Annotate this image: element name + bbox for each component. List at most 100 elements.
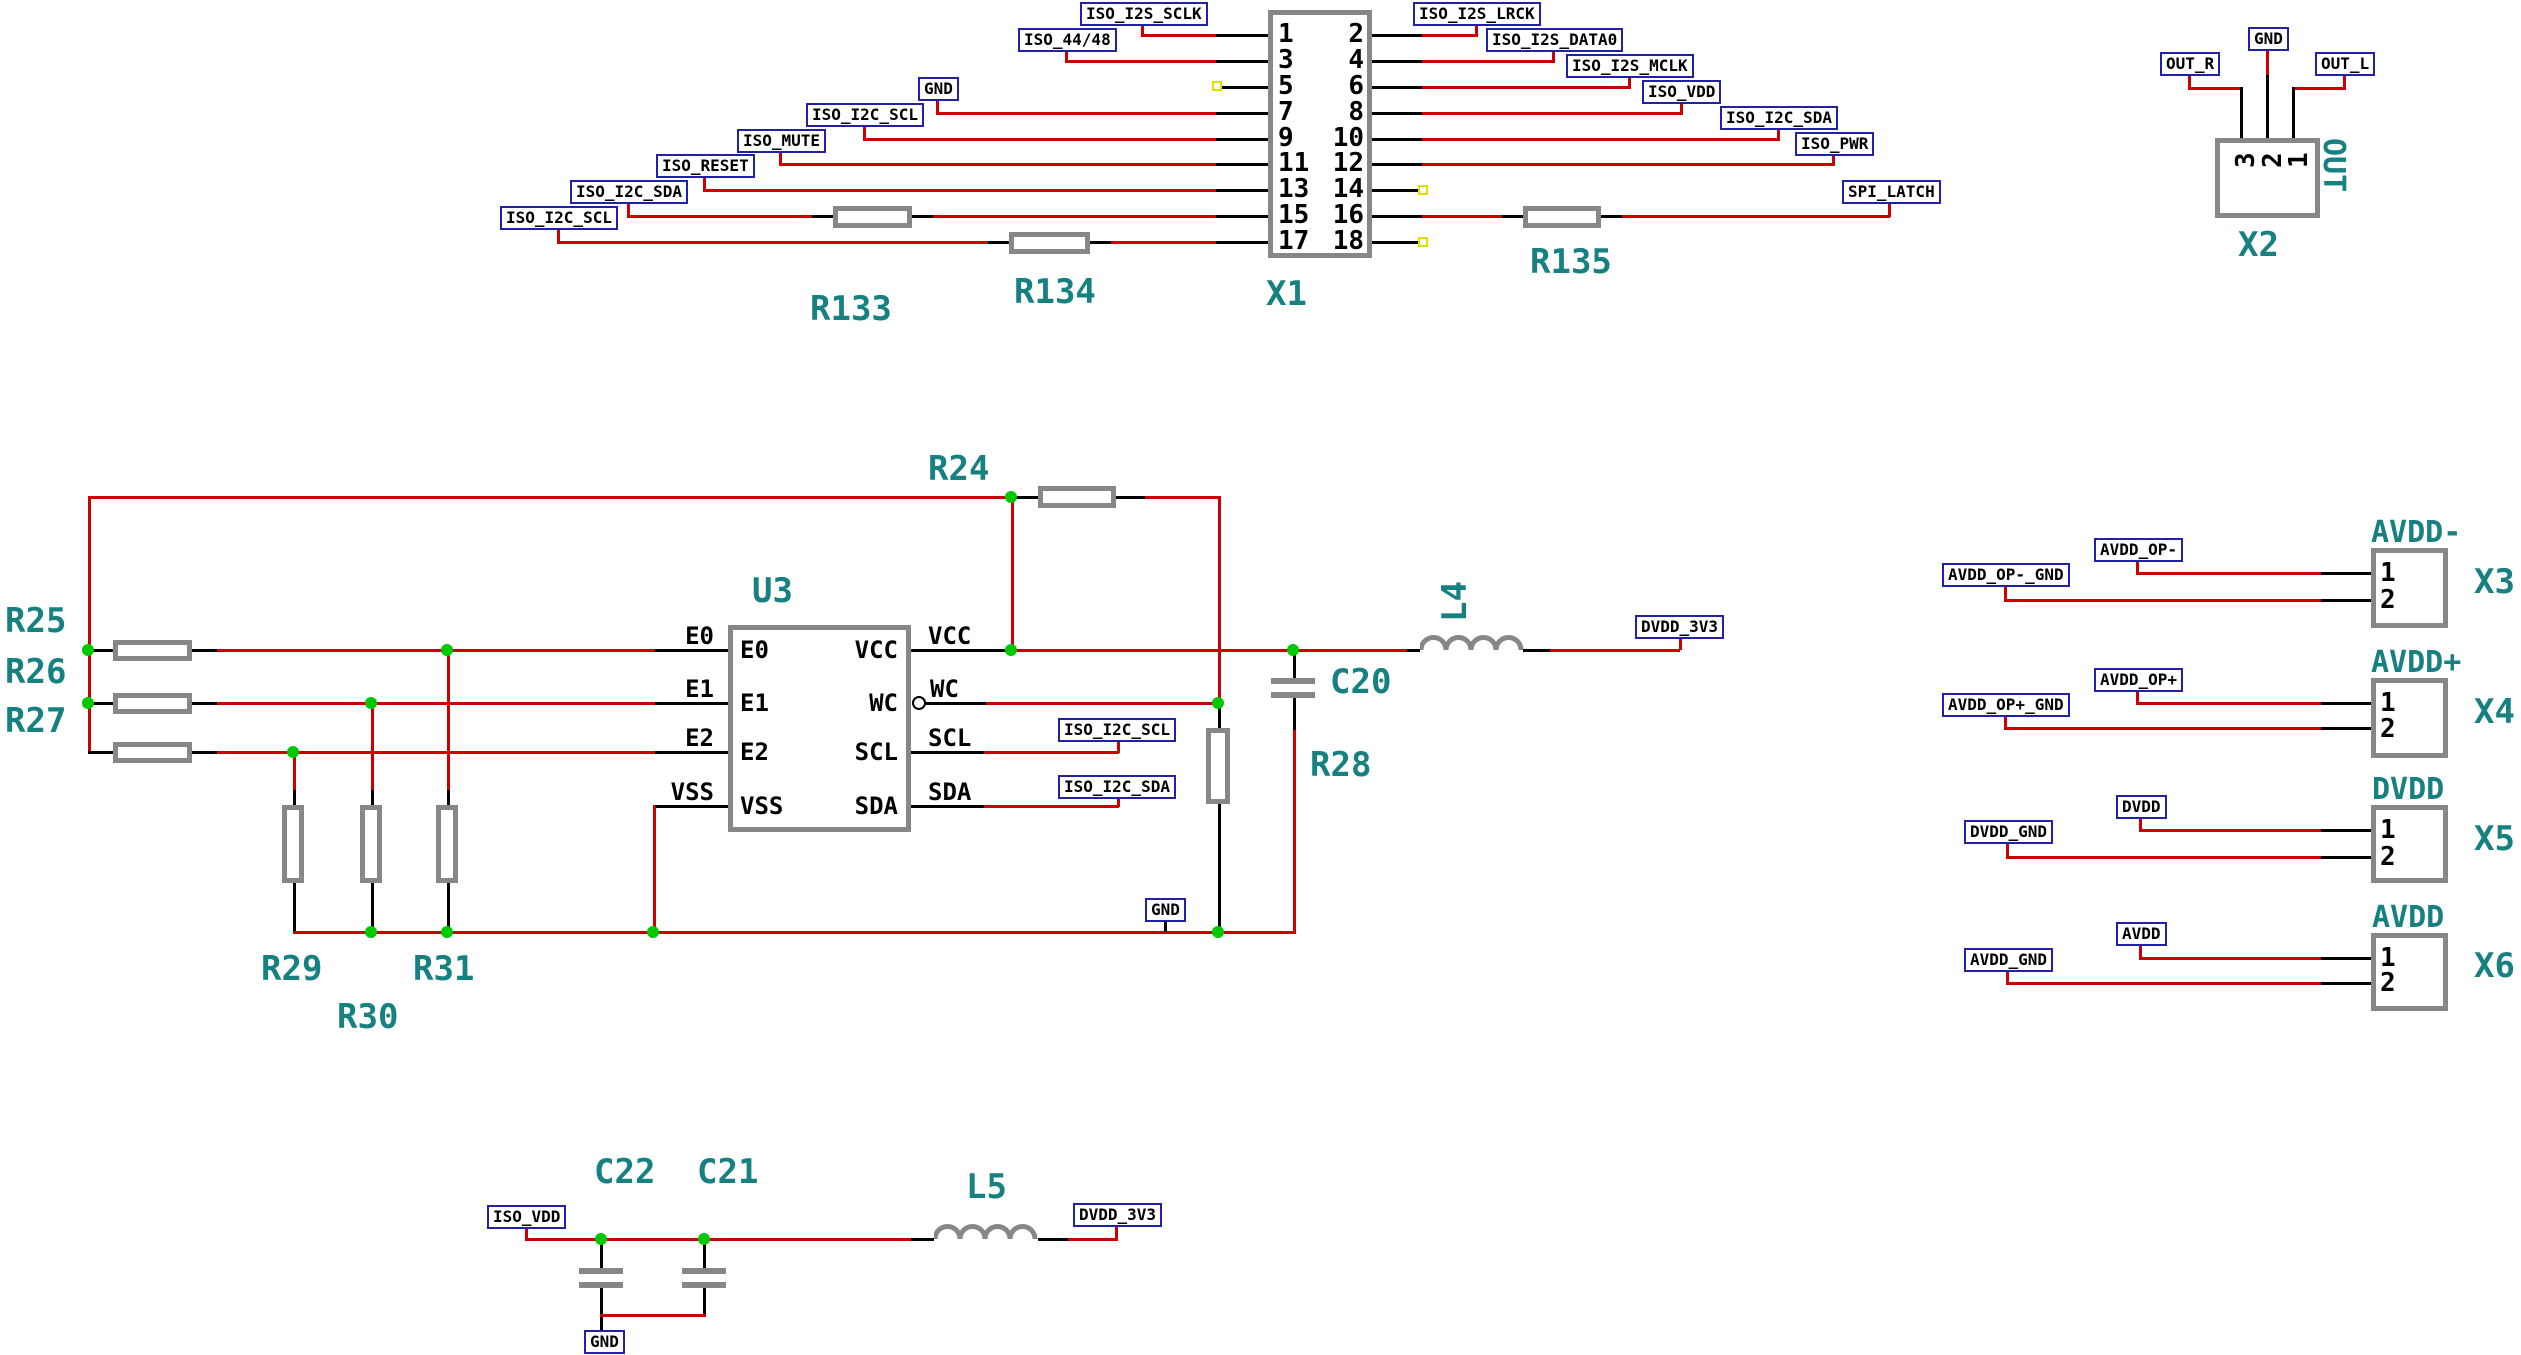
refdes-r29: R29 xyxy=(261,949,323,989)
wire xyxy=(1832,156,1835,165)
wire xyxy=(1422,86,1631,89)
pin-wire xyxy=(703,1288,706,1317)
connector-x3-body xyxy=(2371,548,2448,628)
resistor-r26-body xyxy=(113,693,192,714)
x1-pin-number: 8 xyxy=(1348,97,1364,127)
wire xyxy=(2139,829,2321,832)
wire xyxy=(863,127,866,140)
x1-pin-number: 14 xyxy=(1332,174,1364,204)
refdes-r26: R26 xyxy=(5,652,67,692)
wire xyxy=(88,496,91,754)
net-label: ISO_MUTE xyxy=(737,129,827,153)
x2-pin-number: 2 xyxy=(2258,152,2288,168)
net-label: AVDD_OP-_GND xyxy=(1942,563,2070,587)
u3-pin-name: WC xyxy=(869,689,898,717)
pin-wire xyxy=(703,1241,706,1268)
net-label: AVDD xyxy=(2116,922,2167,946)
wire xyxy=(1115,1227,1118,1238)
net-label: AVDD_OP+ xyxy=(2094,668,2184,692)
capacitor-c22-plate xyxy=(579,1282,623,1288)
wire xyxy=(2139,819,2142,830)
wire xyxy=(600,1314,706,1317)
wire xyxy=(557,241,988,244)
wire xyxy=(1679,638,1682,650)
pin-wire xyxy=(911,649,1011,652)
wire xyxy=(1888,204,1891,217)
wire xyxy=(1422,163,1835,166)
wire xyxy=(88,496,1011,499)
wire xyxy=(1422,215,1502,218)
refdes-r28: R28 xyxy=(1310,745,1372,785)
pin-wire xyxy=(911,751,984,754)
junction-dot xyxy=(441,644,453,656)
wire xyxy=(2266,51,2269,75)
inverted-pin-bubble xyxy=(912,696,926,710)
refdes-r25: R25 xyxy=(5,601,67,641)
header-title: AVDD+ xyxy=(2371,645,2462,680)
net-label: AVDD_GND xyxy=(1964,948,2054,972)
pin-wire xyxy=(2321,982,2371,985)
pin-wire xyxy=(926,702,986,705)
refdes-r27: R27 xyxy=(5,701,67,741)
header-title: DVDD xyxy=(2372,772,2445,807)
x1-pin-number: 7 xyxy=(1278,97,1294,127)
x1-pin-number: 1 xyxy=(1278,19,1294,49)
junction-dot xyxy=(82,697,94,709)
pin-wire xyxy=(2321,856,2371,859)
pin-wire xyxy=(1407,649,1420,652)
refdes-x3: X3 xyxy=(2474,562,2515,602)
net-label: ISO_VDD xyxy=(1642,80,1722,104)
wire xyxy=(447,651,450,790)
wire xyxy=(525,1238,911,1241)
connector-x5-body xyxy=(2371,805,2448,883)
net-label: GND xyxy=(918,77,959,101)
u3-outer-pin-name: E0 xyxy=(685,622,714,650)
refdes-x5: X5 xyxy=(2474,819,2515,859)
pin-wire xyxy=(1372,138,1422,141)
pin-wire xyxy=(88,702,113,705)
resistor-r27-body xyxy=(113,742,192,763)
net-label: AVDD_OP- xyxy=(2094,538,2184,562)
pin-wire xyxy=(655,702,728,705)
resistor-r29-body xyxy=(282,805,304,883)
net-label: DVDD_3V3 xyxy=(1635,615,1725,639)
u3-outer-pin-name: VCC xyxy=(928,622,972,650)
wire xyxy=(1293,730,1296,933)
wire xyxy=(936,112,1216,115)
x6-pin-number: 1 xyxy=(2380,943,2396,973)
junction-dot xyxy=(441,926,453,938)
x1-pin-number: 15 xyxy=(1278,200,1310,230)
pin-wire xyxy=(2321,572,2371,575)
net-label: ISO_I2S_MCLK xyxy=(1566,54,1694,78)
pin-wire xyxy=(1218,704,1221,728)
wire xyxy=(1011,649,1293,652)
net-label: ISO_44/48 xyxy=(1018,28,1117,52)
pin-wire xyxy=(911,1238,934,1241)
pin-wire xyxy=(192,702,217,705)
pin-wire xyxy=(1216,215,1268,218)
wire xyxy=(2139,946,2142,958)
x4-pin-number: 2 xyxy=(2380,714,2396,744)
net-label: OUT_L xyxy=(2315,52,2376,76)
u3-outer-pin-name: E1 xyxy=(685,675,714,703)
wire xyxy=(2004,727,2321,730)
junction-dot xyxy=(595,1233,607,1245)
wire xyxy=(933,215,1216,218)
wire xyxy=(1680,104,1683,114)
pin-wire xyxy=(1216,34,1268,37)
pin-wire xyxy=(2292,87,2295,138)
capacitor-c21-plate xyxy=(682,1282,726,1288)
wire xyxy=(2136,572,2321,575)
wire xyxy=(2188,87,2243,90)
u3-pin-name: E2 xyxy=(740,738,769,766)
pin-wire xyxy=(1293,651,1296,678)
wire xyxy=(2139,957,2321,960)
pin-wire xyxy=(1372,163,1422,166)
wire xyxy=(217,702,655,705)
wire xyxy=(1622,215,1890,218)
u3-pin-name: VSS xyxy=(740,792,784,820)
x6-pin-number: 2 xyxy=(2380,968,2396,998)
refdes-x6: X6 xyxy=(2474,946,2515,986)
pin-wire xyxy=(192,649,217,652)
u3-pin-name: E0 xyxy=(740,636,769,664)
